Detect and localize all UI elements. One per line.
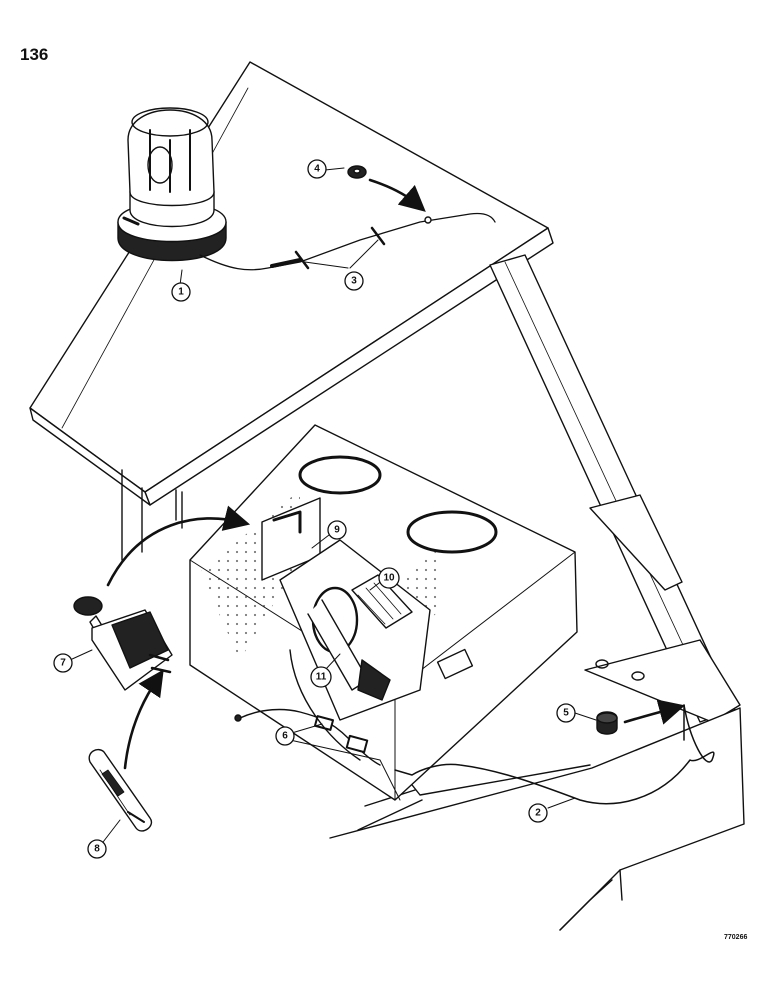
svg-text:8: 8 xyxy=(94,844,100,855)
callout-4: 4 xyxy=(307,159,327,179)
svg-text:10: 10 xyxy=(383,573,395,584)
callout-3: 3 xyxy=(344,271,364,291)
svg-text:11: 11 xyxy=(316,672,327,683)
assembly-arrows xyxy=(106,178,686,770)
grommet-5-part xyxy=(596,711,618,735)
beacon-light xyxy=(117,107,227,262)
rops-post xyxy=(489,254,741,723)
figure-code: 770266 xyxy=(724,934,748,941)
svg-text:3: 3 xyxy=(351,276,357,287)
callout-2: 2 xyxy=(528,803,548,823)
beacon-switch xyxy=(73,596,173,691)
callout-9: 9 xyxy=(327,520,347,540)
svg-text:7: 7 xyxy=(60,658,66,669)
grommet-4-part xyxy=(347,165,367,179)
beacon-wiring xyxy=(199,212,496,271)
fuse xyxy=(88,748,153,832)
svg-text:1: 1 xyxy=(178,287,184,298)
callout-7: 7 xyxy=(53,653,73,673)
svg-text:9: 9 xyxy=(334,525,340,536)
callout-8: 8 xyxy=(87,839,107,859)
callout-1: 1 xyxy=(171,282,191,302)
console-wiring xyxy=(234,649,381,766)
callout-11: 11 xyxy=(310,666,332,688)
cab-roof xyxy=(29,61,554,506)
svg-text:2: 2 xyxy=(535,808,541,819)
svg-text:6: 6 xyxy=(282,731,288,742)
callout-5: 5 xyxy=(556,703,576,723)
leader-lines xyxy=(69,167,597,847)
page-number: 136 xyxy=(20,45,49,64)
control-console xyxy=(189,424,578,801)
callout-10: 10 xyxy=(378,567,400,589)
callout-6: 6 xyxy=(275,726,295,746)
svg-text:4: 4 xyxy=(314,164,320,175)
svg-text:5: 5 xyxy=(563,708,569,719)
